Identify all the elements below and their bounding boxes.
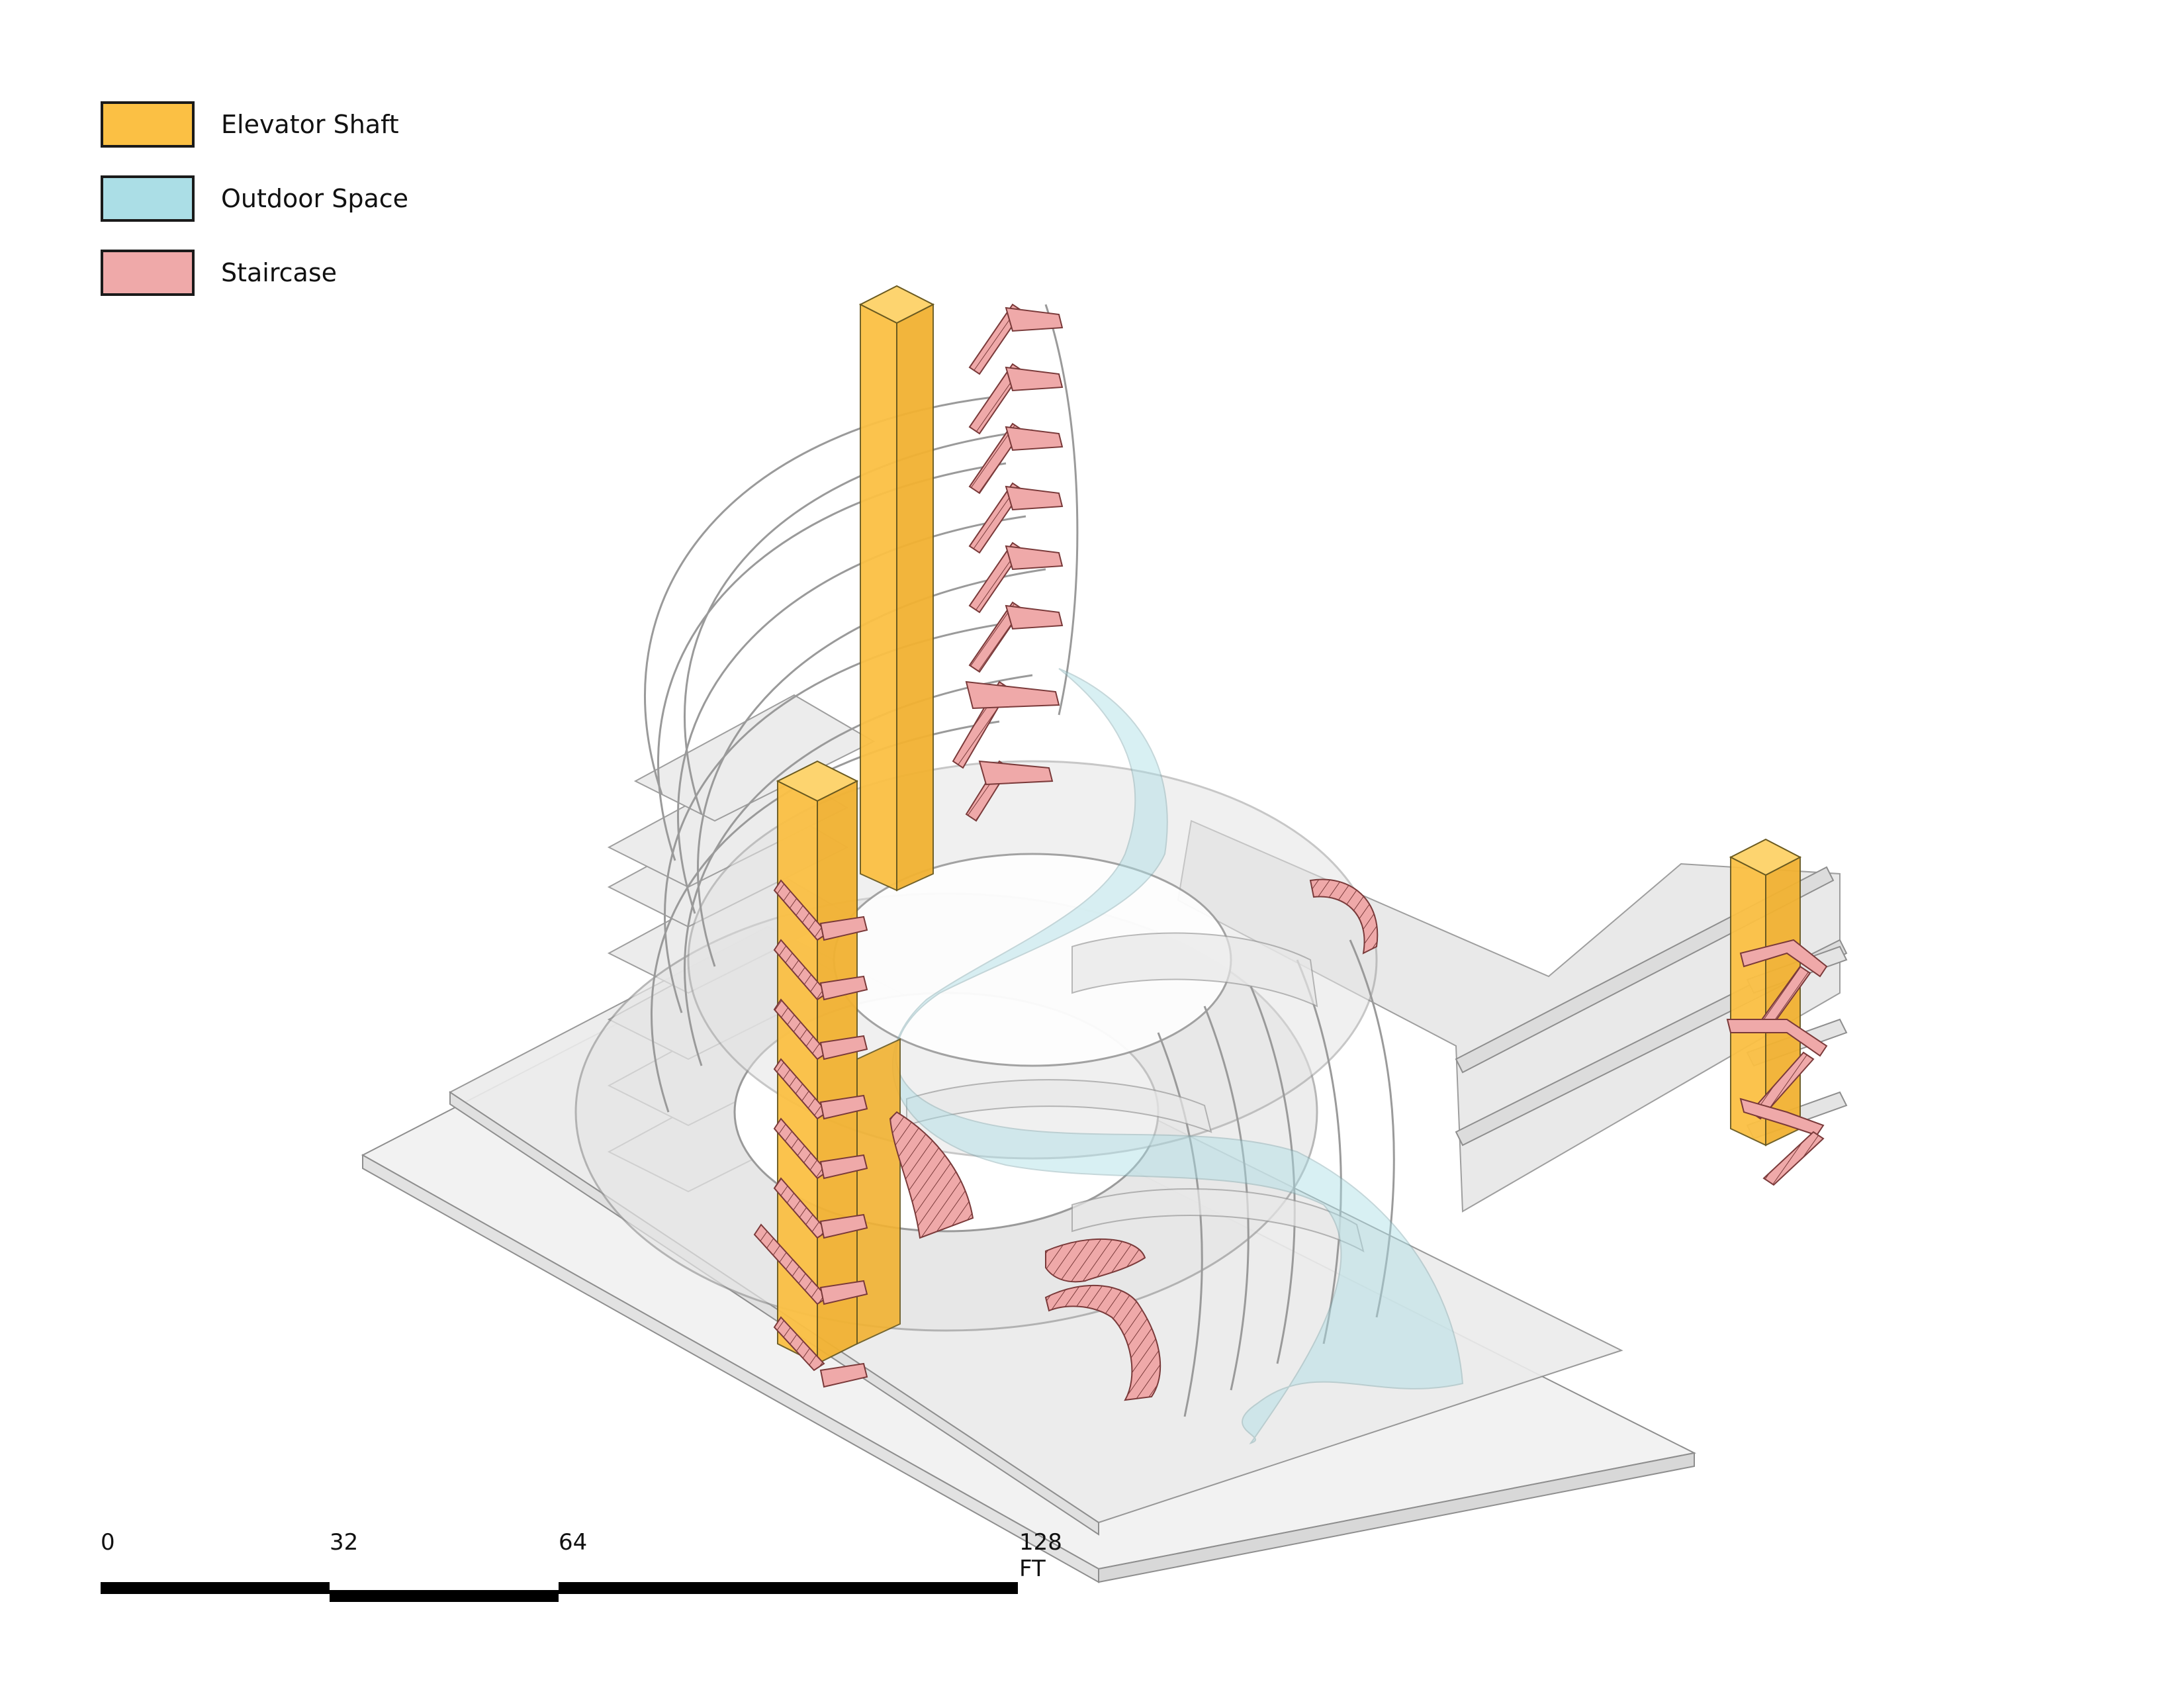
legend-label: Staircase: [221, 258, 338, 287]
scale-bar-segment-1: [101, 1582, 330, 1594]
legend-label: Elevator Shaft: [221, 110, 399, 139]
scale-bar-segment-3: [559, 1582, 1018, 1594]
legend-swatch-outdoor-space: [101, 175, 195, 222]
elevator-shaft-right: [1729, 838, 1802, 1147]
scale-bar-segment-2: [330, 1590, 559, 1602]
legend-label: Outdoor Space: [221, 184, 409, 213]
scale-label-64: 64: [559, 1529, 588, 1556]
legend-swatch-staircase: [101, 250, 195, 296]
scale-label-0: 0: [101, 1529, 115, 1556]
scale-bar: 0 32 64 128 FT: [101, 1529, 1062, 1609]
outdoor-ramp: [891, 668, 1464, 1444]
staircases-rear: [952, 303, 1064, 822]
staircases-right: [1726, 939, 1828, 1186]
central-decks: [906, 932, 1365, 1252]
elevator-shaft-tall: [858, 285, 935, 892]
legend-item-outdoor-space: Outdoor Space: [101, 173, 408, 224]
legend-item-elevator-shaft: Elevator Shaft: [101, 99, 408, 150]
scale-label-32: 32: [330, 1529, 359, 1556]
legend-item-staircase: Staircase: [101, 248, 408, 298]
legend-swatch-elevator-shaft: [101, 101, 195, 148]
staircases-curved: [889, 878, 1379, 1401]
legend: Elevator Shaft Outdoor Space Staircase: [101, 99, 408, 322]
staircases-front: [753, 879, 868, 1388]
scale-label-128: 128 FT: [1019, 1529, 1062, 1582]
